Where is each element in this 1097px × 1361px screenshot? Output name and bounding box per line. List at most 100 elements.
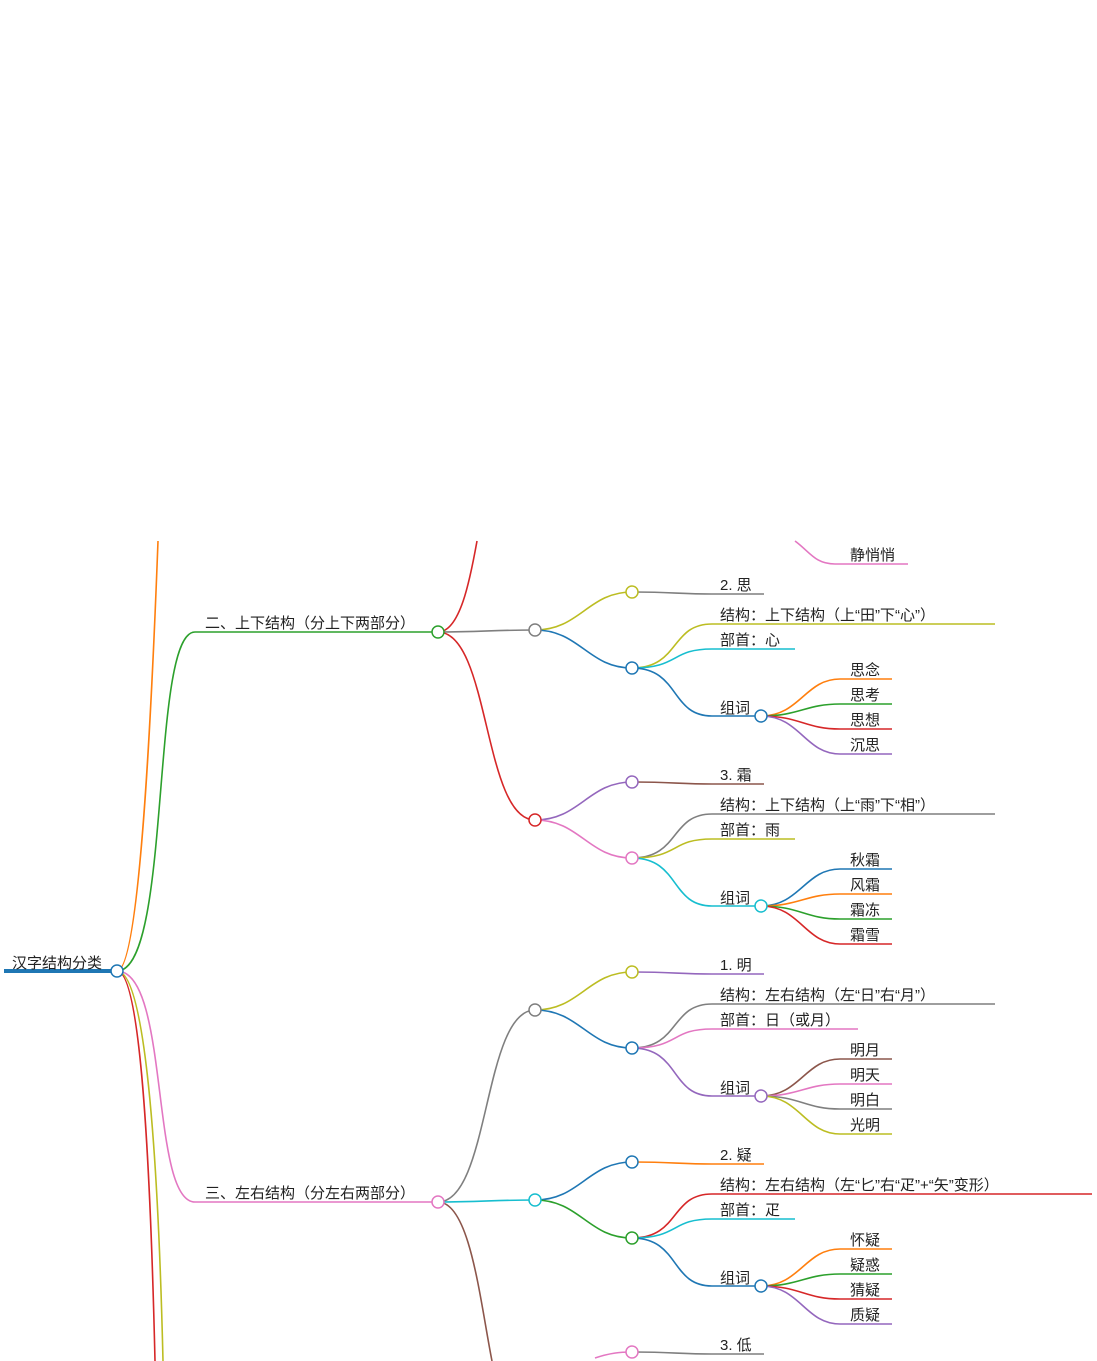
link-yi-word-1	[760, 1248, 841, 1287]
si-word-1[interactable]: 思念	[850, 661, 880, 679]
link-yi-structure	[631, 1193, 713, 1239]
node-circles	[110, 585, 768, 1359]
ming-words-label[interactable]: 组词	[720, 1080, 750, 1097]
si-details-node-toggle[interactable]	[625, 661, 639, 675]
link-shuang-structure	[631, 813, 713, 859]
link-si-words	[631, 667, 713, 717]
link-si-word-1	[760, 678, 841, 717]
yi-structure-label[interactable]: 结构：左右结构（左“匕”右“疋”+“矢”变形）	[720, 1177, 999, 1194]
text-underlines	[4, 563, 1092, 1355]
ming-label-node-toggle[interactable]	[625, 965, 639, 979]
shuang-words-node-toggle[interactable]	[754, 899, 768, 913]
link-ming-label-underline	[631, 971, 713, 975]
left-right-branch-label[interactable]: 三、左右结构（分左右两部分）	[205, 1185, 415, 1202]
ming-label[interactable]: 1. 明	[720, 957, 752, 974]
top-bottom-branch-label[interactable]: 二、上下结构（分上下两部分）	[205, 615, 415, 632]
yi-word-4[interactable]: 质疑	[850, 1307, 880, 1324]
link-si-structure	[631, 623, 713, 669]
yi-details-node-toggle[interactable]	[625, 1231, 639, 1245]
yi-words-node-toggle[interactable]	[754, 1279, 768, 1293]
link-left-right-to-yi	[437, 1199, 536, 1203]
si-word-2[interactable]: 思考	[850, 687, 880, 704]
ming-node-toggle[interactable]	[528, 1003, 542, 1017]
shuang-label[interactable]: 3. 霜	[720, 767, 752, 784]
link-si-word-4	[760, 715, 841, 755]
link-shuang-to-label	[534, 781, 633, 821]
link-shuang-label-underline	[631, 781, 713, 785]
shuang-radical-label[interactable]: 部首：雨	[720, 822, 780, 839]
si-words-node-toggle[interactable]	[754, 709, 768, 723]
left-right-node-toggle[interactable]	[431, 1195, 445, 1209]
si-word-3[interactable]: 思想	[850, 712, 880, 729]
shuang-word-4[interactable]: 霜雪	[850, 927, 880, 944]
si-word-4[interactable]: 沉思	[850, 737, 880, 754]
si-structure-label[interactable]: 结构：上下结构（上“田”下“心”）	[720, 607, 935, 624]
shuang-node-toggle[interactable]	[528, 813, 542, 827]
yi-label-node-toggle[interactable]	[625, 1155, 639, 1169]
link-left-right-to-ming	[437, 1009, 536, 1203]
link-yi-to-label	[534, 1161, 633, 1201]
shuang-structure-label[interactable]: 结构：上下结构（上“雨”下“相”）	[720, 797, 935, 814]
link-shuang-to-details	[534, 819, 633, 859]
link-si-to-label	[534, 591, 633, 631]
link-shuang-radical	[631, 838, 713, 859]
root-node-toggle[interactable]	[110, 964, 124, 978]
link-yi-word-4	[760, 1285, 841, 1325]
di-label[interactable]: 3. 低	[720, 1337, 752, 1354]
ming-word-4[interactable]: 光明	[850, 1117, 880, 1134]
top-bottom-node-toggle[interactable]	[431, 625, 445, 639]
si-label-node-toggle[interactable]	[625, 585, 639, 599]
link-root-to-offscreen-bottom-1	[116, 970, 156, 1361]
link-yi-words	[631, 1237, 713, 1287]
link-si-radical	[631, 648, 713, 669]
ming-words-node-toggle[interactable]	[754, 1089, 768, 1103]
link-ming-words	[631, 1047, 713, 1097]
link-root-to-left-right	[116, 970, 196, 1203]
link-ming-word-1	[760, 1058, 841, 1097]
ming-radical-label[interactable]: 部首：日（或月）	[720, 1012, 840, 1029]
link-root-to-top-bottom	[116, 631, 196, 972]
connector-lines	[116, 540, 841, 1361]
link-di-label-underline	[631, 1351, 713, 1355]
link-ming-word-4	[760, 1095, 841, 1135]
ming-word-1[interactable]: 明月	[850, 1042, 880, 1059]
shuang-word-3[interactable]: 霜冻	[850, 901, 880, 919]
link-root-to-offscreen-top	[116, 540, 159, 972]
link-offscreen-to-partial-leaf	[794, 540, 836, 565]
si-radical-label[interactable]: 部首：心	[720, 632, 780, 649]
shuang-details-node-toggle[interactable]	[625, 851, 639, 865]
partial-leaf-label[interactable]: 静悄悄	[850, 547, 895, 564]
si-label[interactable]: 2. 思	[720, 577, 752, 594]
shuang-word-1[interactable]: 秋霜	[850, 852, 880, 869]
link-si-label-underline	[631, 591, 713, 595]
yi-word-2[interactable]: 疑惑	[850, 1257, 880, 1274]
link-yi-to-details	[534, 1199, 633, 1239]
di-label-node-toggle[interactable]	[625, 1345, 639, 1359]
root-node-label[interactable]: 汉字结构分类	[12, 955, 102, 972]
node-labels: 汉字结构分类 二、上下结构（分上下两部分） 三、左右结构（分左右两部分） 静悄悄…	[12, 547, 999, 1354]
link-left-right-to-di	[437, 1201, 493, 1361]
link-ming-structure	[631, 1003, 713, 1049]
link-ming-to-label	[534, 971, 633, 1011]
yi-label[interactable]: 2. 疑	[720, 1147, 752, 1164]
shuang-word-2[interactable]: 风霜	[850, 877, 880, 894]
link-si-to-details	[534, 629, 633, 669]
yi-radical-label[interactable]: 部首：疋	[720, 1202, 780, 1219]
yi-word-1[interactable]: 怀疑	[850, 1232, 880, 1249]
link-ming-radical	[631, 1028, 713, 1049]
yi-word-3[interactable]: 猜疑	[850, 1282, 880, 1299]
link-root-to-offscreen-bottom-2	[116, 970, 164, 1361]
ming-structure-label[interactable]: 结构：左右结构（左“日”右“月”）	[720, 987, 935, 1004]
ming-word-3[interactable]: 明白	[850, 1092, 880, 1109]
link-shuang-word-4	[760, 905, 841, 945]
ming-word-2[interactable]: 明天	[850, 1067, 880, 1084]
ming-details-node-toggle[interactable]	[625, 1041, 639, 1055]
si-node-toggle[interactable]	[528, 623, 542, 637]
yi-node-toggle[interactable]	[528, 1193, 542, 1207]
yi-words-label[interactable]: 组词	[720, 1270, 750, 1287]
si-words-label[interactable]: 组词	[720, 700, 750, 717]
link-shuang-word-1	[760, 868, 841, 907]
shuang-words-label[interactable]: 组词	[720, 890, 750, 907]
shuang-label-node-toggle[interactable]	[625, 775, 639, 789]
